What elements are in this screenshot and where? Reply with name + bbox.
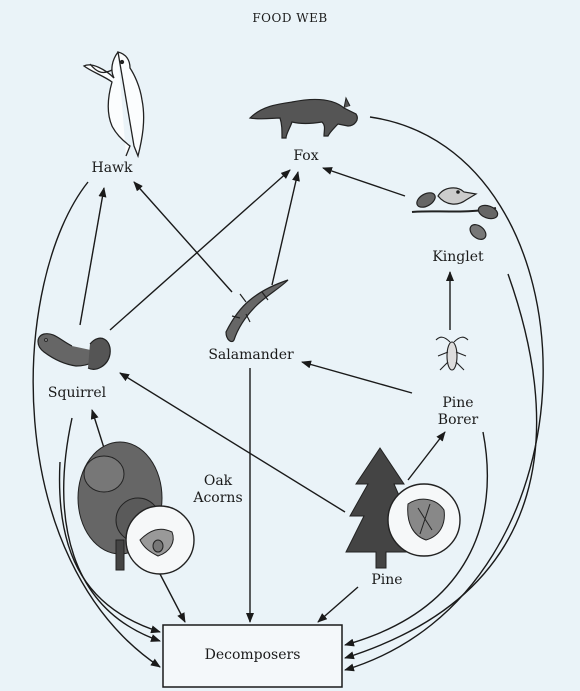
arrow-salamander-to-fox — [272, 172, 298, 285]
arrow-squirrel-to-hawk — [80, 188, 104, 325]
squirrel-icon — [38, 334, 110, 370]
arrow-pine-to-pine-borer — [408, 432, 445, 480]
arrow-oak-bottom-to-decomposers — [160, 574, 185, 622]
arrow-kinglet-to-fox — [323, 168, 405, 196]
pine-borer-label: Pine Borer — [418, 395, 498, 429]
salamander-icon — [226, 280, 288, 342]
arrow-squirrel-to-fox — [110, 170, 290, 330]
fox-label: Fox — [266, 148, 346, 165]
hawk-label: Hawk — [72, 160, 152, 177]
kinglet-label: Kinglet — [418, 249, 498, 266]
kinglet-icon — [412, 188, 499, 242]
squirrel-label: Squirrel — [32, 385, 122, 402]
salamander-label: Salamander — [196, 347, 306, 364]
pine-tree-icon — [346, 448, 460, 568]
hawk-icon — [84, 52, 144, 156]
diagram-title: FOOD WEB — [220, 10, 360, 27]
pine-borer-icon — [436, 337, 468, 370]
arrow-oak-to-squirrel — [92, 410, 104, 448]
arrow-pine-borer-to-salamander — [302, 362, 412, 393]
arrow-salamander-to-hawk — [134, 182, 232, 292]
fox-icon — [250, 98, 357, 138]
oak-acorns-label: Oak Acorns — [178, 473, 258, 507]
oak-tree-icon — [78, 442, 194, 574]
arrow-pine-to-decomposers — [318, 587, 358, 622]
decomposers-label: Decomposers — [163, 647, 342, 664]
pine-label: Pine — [352, 572, 422, 589]
